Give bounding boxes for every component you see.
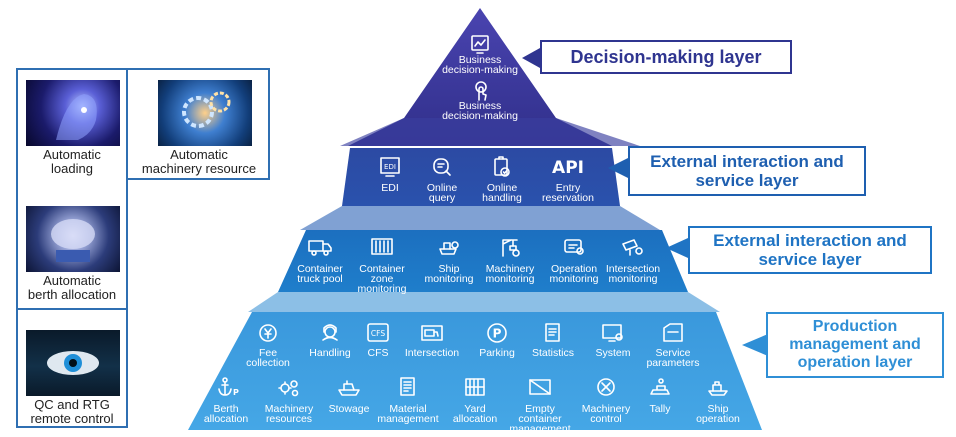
node-label: Business decision-making bbox=[442, 54, 518, 76]
yen-icon bbox=[255, 322, 281, 344]
layer-second-shape bbox=[342, 148, 620, 206]
yard-icon bbox=[462, 376, 488, 398]
clipboard-icon bbox=[489, 156, 515, 178]
touch-icon bbox=[467, 80, 493, 102]
camera-icon bbox=[620, 236, 646, 258]
callout-second-arrow bbox=[608, 158, 628, 178]
node-label: Handling bbox=[309, 347, 351, 359]
parking-icon: P bbox=[484, 322, 510, 344]
node-label: System bbox=[595, 347, 631, 359]
side-caption-berth: Automatic berth allocation bbox=[27, 273, 117, 302]
system-icon bbox=[600, 322, 626, 344]
layer-top-shape bbox=[348, 8, 612, 146]
side-panel-divider bbox=[126, 68, 128, 180]
side-caption-loading: Automatic loading bbox=[43, 147, 101, 176]
connector-2 bbox=[300, 206, 660, 230]
node-label: Machinery control bbox=[581, 403, 631, 425]
anchor-icon: P bbox=[213, 376, 239, 398]
document-icon bbox=[540, 322, 566, 344]
callout-external-2: External interaction and service layer bbox=[688, 226, 932, 274]
node-label: Intersection monitoring bbox=[605, 263, 661, 285]
node-label: Ship monitoring bbox=[424, 263, 474, 285]
side-caption-qc: QC and RTG remote control bbox=[30, 397, 114, 426]
node-label: Statistics bbox=[531, 347, 574, 359]
layer-bottom-shape bbox=[188, 312, 762, 430]
node-label: EDI bbox=[381, 182, 399, 194]
monitor-icon bbox=[561, 236, 587, 258]
cfs-icon: CFS bbox=[365, 322, 391, 344]
ship-monitor-icon bbox=[436, 236, 462, 258]
node-label: Berth allocation bbox=[203, 403, 249, 425]
svg-text:P: P bbox=[233, 388, 239, 397]
node-label: Machinery resources bbox=[264, 403, 314, 425]
node-label: Tally bbox=[649, 403, 671, 415]
callout-top-arrow bbox=[522, 48, 540, 68]
callout-external-1: External interaction and service layer bbox=[628, 146, 866, 196]
gate-truck-icon bbox=[419, 322, 445, 344]
ship-icon bbox=[336, 376, 362, 398]
node-label: Business decision-making bbox=[442, 100, 518, 122]
node-label: Parking bbox=[479, 347, 515, 359]
container-icon bbox=[369, 236, 395, 258]
node-label: Operation monitoring bbox=[549, 263, 599, 285]
eye-image bbox=[26, 330, 120, 396]
truck-icon bbox=[307, 236, 333, 258]
connector-3 bbox=[248, 292, 720, 312]
node-label: Machinery monitoring bbox=[485, 263, 535, 285]
side-caption-machinery: Automatic machinery resource bbox=[141, 147, 257, 176]
ai-face-image bbox=[26, 80, 120, 146]
svg-text:API: API bbox=[552, 158, 584, 178]
dashboard-icon bbox=[467, 34, 493, 56]
gears-image bbox=[158, 80, 252, 146]
gears-icon bbox=[276, 376, 302, 398]
control-icon bbox=[593, 376, 619, 398]
query-icon bbox=[429, 156, 455, 178]
callout-production: Production management and operation laye… bbox=[766, 312, 944, 378]
callout-third-arrow bbox=[666, 238, 688, 258]
callout-bottom-arrow bbox=[742, 334, 768, 356]
svg-text:EDI: EDI bbox=[384, 163, 396, 171]
node-label: Service parameters bbox=[646, 347, 700, 369]
callout-decision-making: Decision-making layer bbox=[540, 40, 792, 74]
node-label: Yard allocation bbox=[452, 403, 498, 425]
node-label: Entry reservation bbox=[542, 182, 594, 204]
node-label: Stowage bbox=[328, 403, 370, 415]
node-label: Intersection bbox=[404, 347, 460, 359]
node-label: Container zone monitoring bbox=[357, 263, 407, 295]
edi-icon: EDI bbox=[377, 156, 403, 178]
node-label: Online query bbox=[426, 182, 458, 204]
node-label: Empty container management bbox=[509, 403, 571, 435]
tally-icon bbox=[647, 376, 673, 398]
node-label: Container truck pool bbox=[297, 263, 343, 285]
svg-text:CFS: CFS bbox=[371, 329, 385, 338]
brain-chip-image bbox=[26, 206, 120, 272]
connector-1 bbox=[340, 118, 640, 146]
svg-text:P: P bbox=[493, 327, 502, 341]
node-label: CFS bbox=[367, 347, 389, 359]
empty-container-icon bbox=[527, 376, 553, 398]
node-label: Material management bbox=[377, 403, 439, 425]
node-label: Ship operation bbox=[696, 403, 740, 425]
headset-icon bbox=[317, 322, 343, 344]
node-label: Fee collection bbox=[246, 347, 290, 369]
list-icon bbox=[395, 376, 421, 398]
ship-op-icon bbox=[705, 376, 731, 398]
folder-icon bbox=[660, 322, 686, 344]
api-icon: API bbox=[552, 156, 584, 178]
crane-icon bbox=[497, 236, 523, 258]
node-label: Online handling bbox=[482, 182, 522, 204]
